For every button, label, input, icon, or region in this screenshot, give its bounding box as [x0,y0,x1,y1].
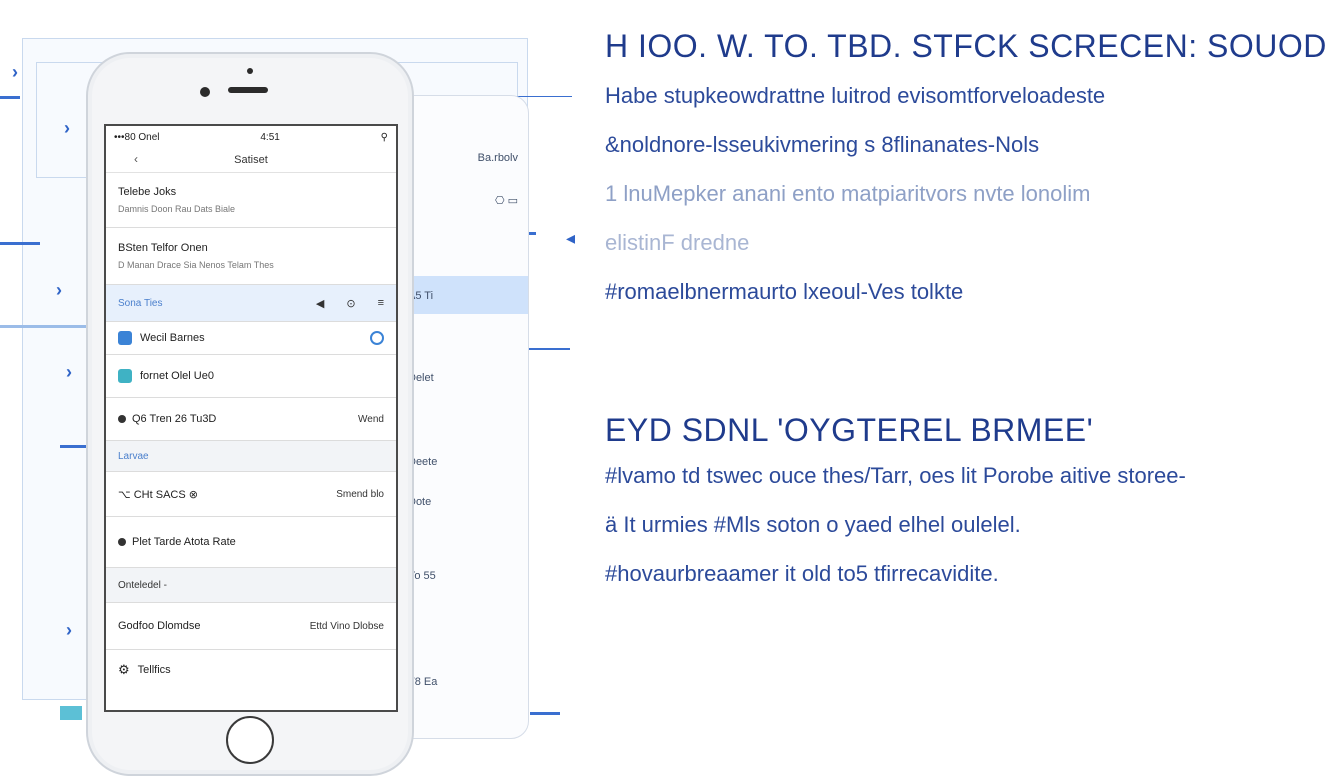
list-item[interactable]: Q6 Tren 26 Tu3D Wend [106,398,396,441]
list-item-label: Wecil Barnes [140,332,205,344]
nav-title: Satiset [234,154,268,166]
paragraph-line: elistinF dredne [605,230,750,255]
list-item[interactable]: Wecil Barnes [106,322,396,355]
arrow-icon: › [66,362,72,382]
dot-icon [118,538,126,546]
settings-row[interactable]: ⚙ Tellfics [106,650,396,690]
list-item[interactable]: fornet Olel Ue0 [106,355,396,398]
decor-line [60,445,94,448]
back-window-row: T8 Ea [408,676,438,688]
list-item-title: BSten Telfor Onen [118,242,208,254]
status-bar: •••80 Onel 4:51 ⚲ [106,126,396,148]
decor-badge [60,706,82,720]
menu-icon[interactable]: ≡ [377,297,384,309]
arrow-icon: ◂ [566,228,576,248]
section-label: Larvae [118,450,149,462]
teal-square-icon [118,369,132,383]
speaker-icon[interactable]: ◀ [315,297,325,310]
arrow-icon: › [12,62,18,82]
back-window-row: Yo 55 [408,570,436,582]
list-item-label: Q6 Tren 26 Tu3D [132,413,217,425]
arrow-icon: › [64,118,70,138]
back-window-highlight [396,276,528,314]
back-window-row: Delet [408,372,434,384]
list-item-label: fornet Olel Ue0 [140,370,214,382]
section-label: Onteledel - [118,579,167,591]
list-item[interactable]: BSten Telfor Onen D Manan Drace Sia Neno… [106,228,396,285]
decor-line [510,96,572,97]
section-header: Larvae [106,441,396,472]
decor-line [0,96,20,99]
back-button[interactable]: ‹ [134,152,138,166]
arrow-icon: › [66,620,72,640]
camera-icon [200,87,210,97]
dot-icon [118,415,126,423]
list-item[interactable]: ⌥ CHt SACS ⊗ Smend blo [106,472,396,517]
phone-speaker [228,87,268,93]
paragraph-line: #romaelbnermaurto lxeoul-Ves tolkte [605,279,964,304]
list-item[interactable]: Telebe Joks Damnis Doon Rau Dats Biale [106,173,396,228]
back-window-top-label: Ba.rbolv [477,152,518,164]
list-item-value: Ettd Vino Dlobse [309,620,384,632]
section-header: Onteledel - [106,568,396,603]
heading-2: EYD SDNL 'OYGTEREL BRMEE' [605,412,1094,448]
decor-line [530,712,560,715]
paragraph-line: Habe stupkeowdrattne luitrod evisomtforv… [605,83,1106,108]
info-icon[interactable] [370,331,384,345]
settings-label: Tellfics [137,664,171,676]
list-item-title: Telebe Joks [118,186,177,198]
list-item-value: Smend blo [336,488,384,500]
back-window-icons: ⎔ ▭ [494,195,518,207]
app-square-icon [118,331,132,345]
list-item-label: Godfoo Dlomdse [118,620,201,632]
phone-screen: •••80 Onel 4:51 ⚲ ‹ Satiset Telebe Joks … [104,124,398,712]
list-item[interactable]: Godfoo Dlomdse Ettd Vino Dlobse [106,603,396,650]
paragraph-line: 1 lnuMepker anani ento matpiaritvors nvt… [605,181,1091,206]
back-window-row: Deete [408,456,438,468]
home-button[interactable] [226,716,274,764]
phone-device: •••80 Onel 4:51 ⚲ ‹ Satiset Telebe Joks … [86,52,414,776]
text-panel: H IOO. W. TO. TBD. STFCK SCRECEN: SOUOD … [605,28,1335,316]
record-icon[interactable]: ⊙ [346,297,356,310]
paragraph-line: #hovaurbreaamer it old to5 tfirrecavidit… [605,561,999,586]
paragraph-line: #lvamo td tswec ouce thes/Tarr, oes lit … [605,463,1186,488]
background-window: Ba.rbolv ⎔ ▭ A5 Ti Delet Deete Dote Yo 5… [395,95,529,739]
gear-icon: ⚙ [118,662,130,677]
nav-bar: ‹ Satiset [106,148,396,173]
decor-line [0,242,40,245]
paragraph-line: &noldnore-lsseukivmering s 8flinanates-N… [605,132,1040,157]
heading-1: H IOO. W. TO. TBD. STFCK SCRECEN: SOUOD [605,28,1327,64]
decor-line [510,348,570,350]
status-time: 4:51 [260,131,280,143]
section-header: Sona Ties ◀ ⊙ ≡ [106,285,396,322]
list-item-value: Wend [358,413,384,425]
paragraph-line: ä It urmies #Mls soton o yaed elhel oule… [605,512,1021,537]
list-item-subtitle: D Manan Drace Sia Nenos Telam Thes [118,260,274,270]
back-window-row: Dote [408,496,432,508]
section-label: Sona Ties [118,297,163,309]
list-item-label: ⌥ CHt SACS ⊗ [118,488,198,501]
list-item-subtitle: Damnis Doon Rau Dats Biale [118,204,236,214]
decor-line [0,325,90,328]
battery-icon: ⚲ [380,131,388,143]
status-carrier: •••80 Onel [114,131,160,143]
arrow-icon: › [56,280,62,300]
section-toolbar: ◀ ⊙ ≡ [316,297,384,310]
list-item-label: Plet Tarde Atota Rate [132,536,236,548]
text-panel-2: EYD SDNL 'OYGTEREL BRMEE' #lvamo td tswe… [605,412,1335,598]
phone-sensor [247,68,253,74]
back-window-row: A5 Ti [408,290,434,302]
list-item[interactable]: Plet Tarde Atota Rate [106,517,396,568]
